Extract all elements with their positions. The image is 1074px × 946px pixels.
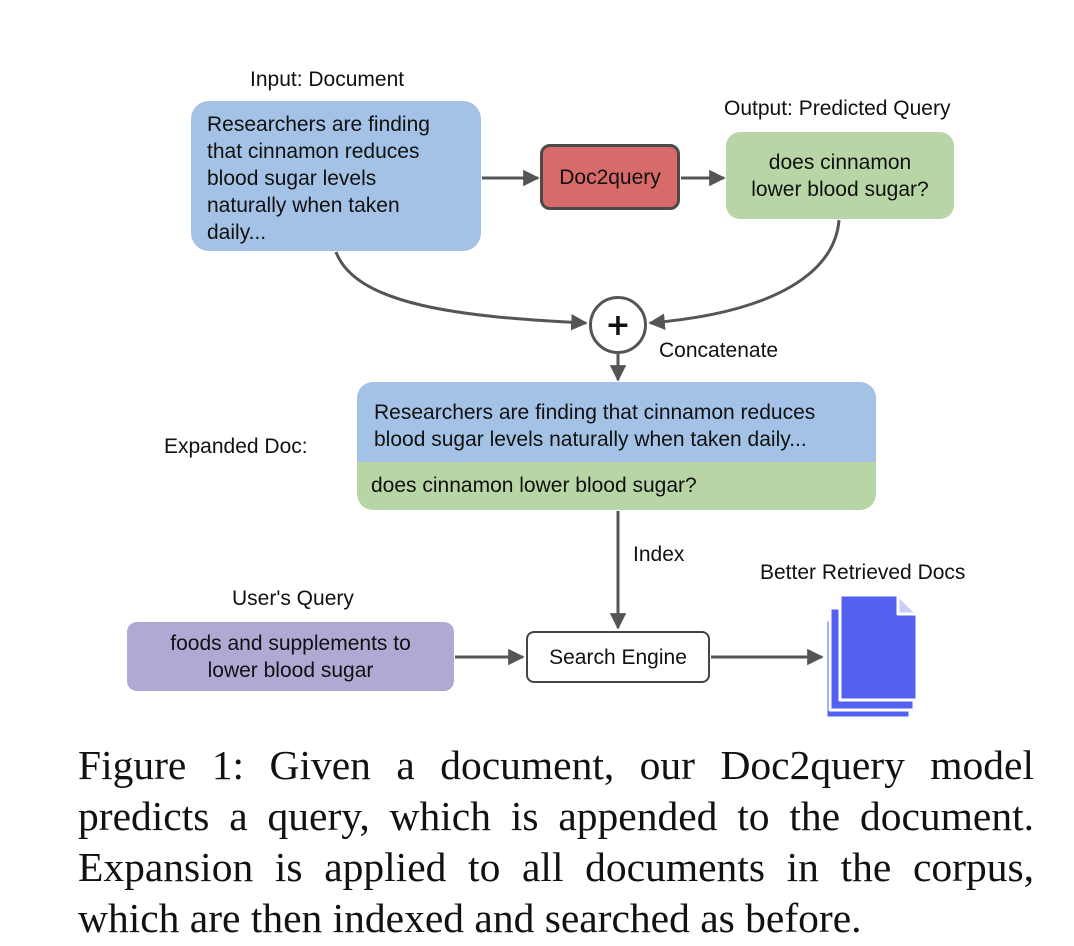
curve-output-to-plus — [648, 219, 841, 330]
expanded-doc-line: Researchers are finding that cinnamon re… — [374, 401, 816, 424]
predicted-query-line: lower blood sugar? — [751, 178, 929, 201]
caption-line: which are then indexed and searched as b… — [78, 895, 862, 941]
search-engine-box: Search Engine — [526, 631, 710, 683]
predicted-query-box: does cinnamon lower blood sugar? — [726, 132, 954, 219]
input-doc-line: naturally when taken — [207, 194, 400, 217]
users-query-box: foods and supplements to lower blood sug… — [127, 622, 454, 691]
expanded-doc-box: Researchers are finding that cinnamon re… — [357, 382, 876, 510]
curve-input-to-plus — [334, 251, 588, 331]
caption-line: predicts a query, which is appended to t… — [78, 793, 1034, 839]
search-engine-label: Search Engine — [549, 645, 687, 669]
input-doc-line: daily... — [207, 221, 267, 244]
input-document-label: Input: Document — [250, 68, 405, 91]
caption-line: Figure 1: Given a document, our Doc2quer… — [78, 742, 1034, 788]
input-document-box: Researchers are finding that cinnamon re… — [191, 101, 481, 251]
input-doc-line: Researchers are finding — [207, 113, 430, 136]
users-query-line: lower blood sugar — [207, 659, 374, 682]
caption-line: Expansion is applied to all documents in… — [78, 844, 1034, 890]
input-doc-line: blood sugar levels — [207, 167, 377, 190]
input-doc-line: that cinnamon reduces — [207, 140, 420, 163]
users-query-line: foods and supplements to — [170, 632, 411, 655]
expanded-doc-label: Expanded Doc: — [164, 435, 308, 458]
expanded-query-text: does cinnamon lower blood sugar? — [357, 462, 876, 510]
concatenate-plus-node: + — [589, 296, 647, 354]
users-query-label: User's Query — [232, 587, 354, 610]
concatenate-label: Concatenate — [659, 339, 779, 362]
better-retrieved-docs-label: Better Retrieved Docs — [760, 561, 966, 584]
output-predicted-query-label: Output: Predicted Query — [724, 97, 951, 120]
documents-icon — [824, 593, 918, 720]
predicted-query-line: does cinnamon — [768, 151, 912, 174]
index-label: Index — [633, 543, 685, 566]
expanded-doc-text: Researchers are finding that cinnamon re… — [357, 382, 876, 462]
expanded-doc-line: blood sugar levels naturally when taken … — [374, 428, 807, 451]
figure-caption: Figure 1: Given a document, our Doc2quer… — [78, 740, 1034, 944]
doc2query-model-box: Doc2query — [540, 144, 680, 210]
doc2query-label: Doc2query — [559, 165, 661, 189]
